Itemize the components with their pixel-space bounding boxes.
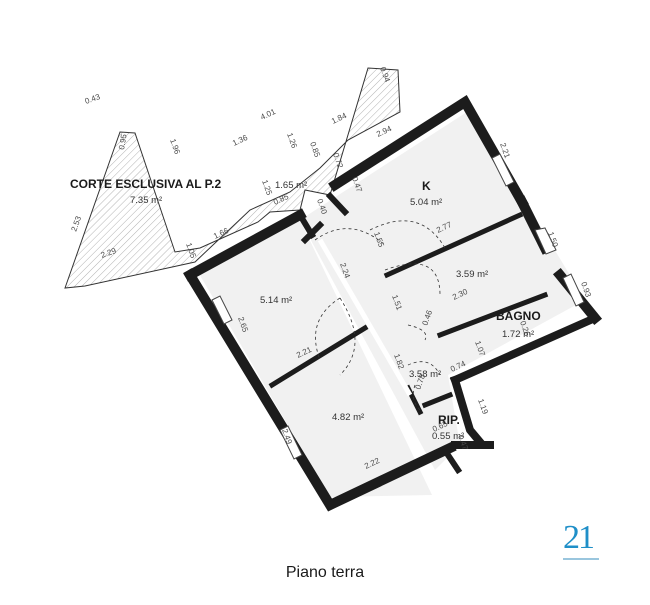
dimension-label: 1.19 <box>476 398 490 416</box>
dimension-label: 2.94 <box>375 124 393 139</box>
dimension-label: 1.96 <box>168 138 182 156</box>
area-room-left-bottom: 4.82 m² <box>332 412 364 423</box>
area-room-left-top: 5.14 m² <box>260 295 292 306</box>
logo-underline <box>563 558 599 560</box>
door-swings <box>314 220 446 411</box>
dimension-label: 0.43 <box>84 92 102 106</box>
windows <box>211 153 585 460</box>
room-name-corte: CORTE ESCLUSIVA AL P.2 <box>70 177 221 191</box>
corte-hatched-area <box>64 67 401 289</box>
room-name-rip: RIP. <box>438 413 460 427</box>
area-corte: 7.35 m² <box>130 195 162 206</box>
dimension-label: 1.26 <box>285 132 299 150</box>
logo-number: 21 <box>563 519 595 556</box>
area-corridor: 3.58 m² <box>409 369 441 380</box>
agency-logo: 21 <box>563 521 613 566</box>
dimension-label: 4.01 <box>259 107 277 122</box>
floor-plan: CORTE ESCLUSIVA AL P.2 K BAGNO RIP. 7.35… <box>64 66 603 512</box>
dimension-label: 1.84 <box>330 111 348 126</box>
room-name-bagno: BAGNO <box>496 309 541 323</box>
area-small-corte: 1.65 m² <box>275 180 307 191</box>
corridor-strip <box>317 238 413 397</box>
area-rip: 0.55 m² <box>432 431 464 442</box>
area-bagno: 1.72 m² <box>502 329 534 340</box>
area-kitchen: 5.04 m² <box>410 197 442 208</box>
dimension-label: 0.95 <box>117 133 129 150</box>
dimension-label: 0.85 <box>308 141 322 159</box>
dimension-label: 1.25 <box>260 179 274 197</box>
room-name-kitchen: K <box>422 179 431 193</box>
dimension-label: 2.53 <box>69 214 83 232</box>
area-room-right-mid: 3.59 m² <box>456 269 488 280</box>
dimension-label: 1.36 <box>231 133 249 148</box>
floor-title: Piano terra <box>285 564 365 581</box>
